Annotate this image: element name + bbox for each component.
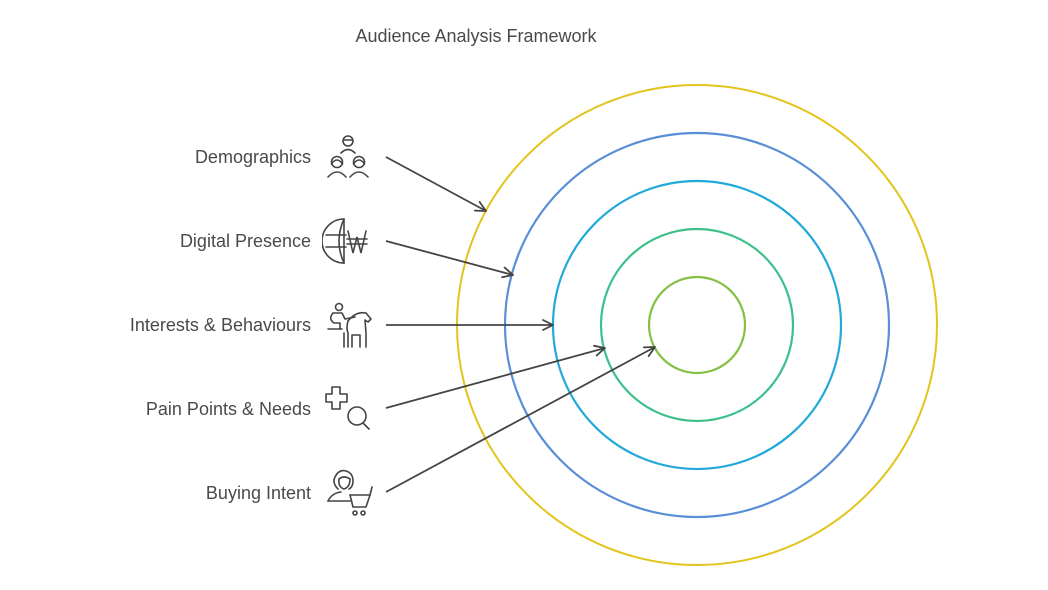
label-interests-behaviours: Interests & Behaviours xyxy=(129,315,311,335)
label-demographics: Demographics xyxy=(194,147,311,167)
arrow-inner-buying-intent xyxy=(385,346,656,493)
arrow-outer-demographics xyxy=(385,156,487,212)
globe-with-currency-icon xyxy=(321,215,374,267)
label-buying-intent: Buying Intent xyxy=(205,483,311,503)
label-digital-presence: Digital Presence xyxy=(179,231,311,251)
arrow-digital-presence xyxy=(385,240,514,279)
person-shopping-cart-icon xyxy=(322,467,374,519)
diagram-title: Audience Analysis Framework xyxy=(355,26,597,46)
label-pain-points-needs: Pain Points & Needs xyxy=(145,399,311,419)
medical-cross-search-icon xyxy=(322,383,374,435)
arrow-pain-points-needs xyxy=(385,344,606,409)
ring-digital-presence xyxy=(503,131,891,519)
ring-interests-behaviours xyxy=(551,179,843,471)
ring-pain-points-needs xyxy=(599,227,795,423)
group-of-people-icon xyxy=(322,131,374,183)
ring-inner-buying-intent xyxy=(647,275,747,375)
horse-rider-icon xyxy=(322,299,374,351)
